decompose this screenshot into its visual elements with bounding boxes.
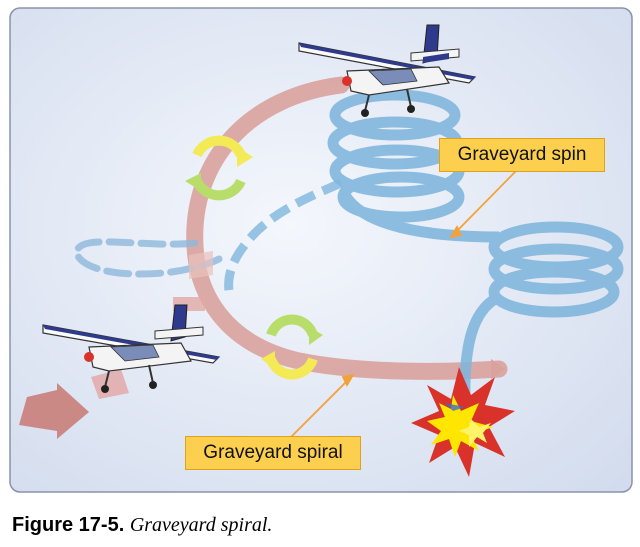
spin-entry-dashed-path	[224, 178, 343, 292]
graveyard-spin-label: Graveyard spin	[439, 138, 605, 172]
shadow-patch-pink	[189, 251, 213, 279]
crash-explosion-icon	[411, 367, 515, 477]
ground-shadow-arrow-icon	[19, 383, 89, 439]
airplane-bottom-icon	[42, 304, 221, 393]
rotation-arrows-icon	[185, 135, 253, 201]
figure-title: Graveyard spiral.	[129, 514, 273, 536]
rotation-arrows-icon	[261, 314, 323, 380]
figure-caption: Figure 17-5. Graveyard spiral.	[12, 514, 272, 537]
graveyard-spiral-path	[73, 76, 508, 380]
graveyard-spiral-label: Graveyard spiral	[185, 436, 361, 470]
spiral-end-arrowhead	[491, 359, 505, 379]
shadow-patch-red-2	[91, 369, 129, 399]
diagram-figure: Graveyard spin Graveyard spiral	[9, 7, 633, 493]
callout-lines	[290, 169, 518, 438]
airplane-top-icon	[298, 24, 477, 117]
figure-number: Figure 17-5.	[12, 514, 125, 536]
diagram-canvas	[9, 7, 633, 493]
